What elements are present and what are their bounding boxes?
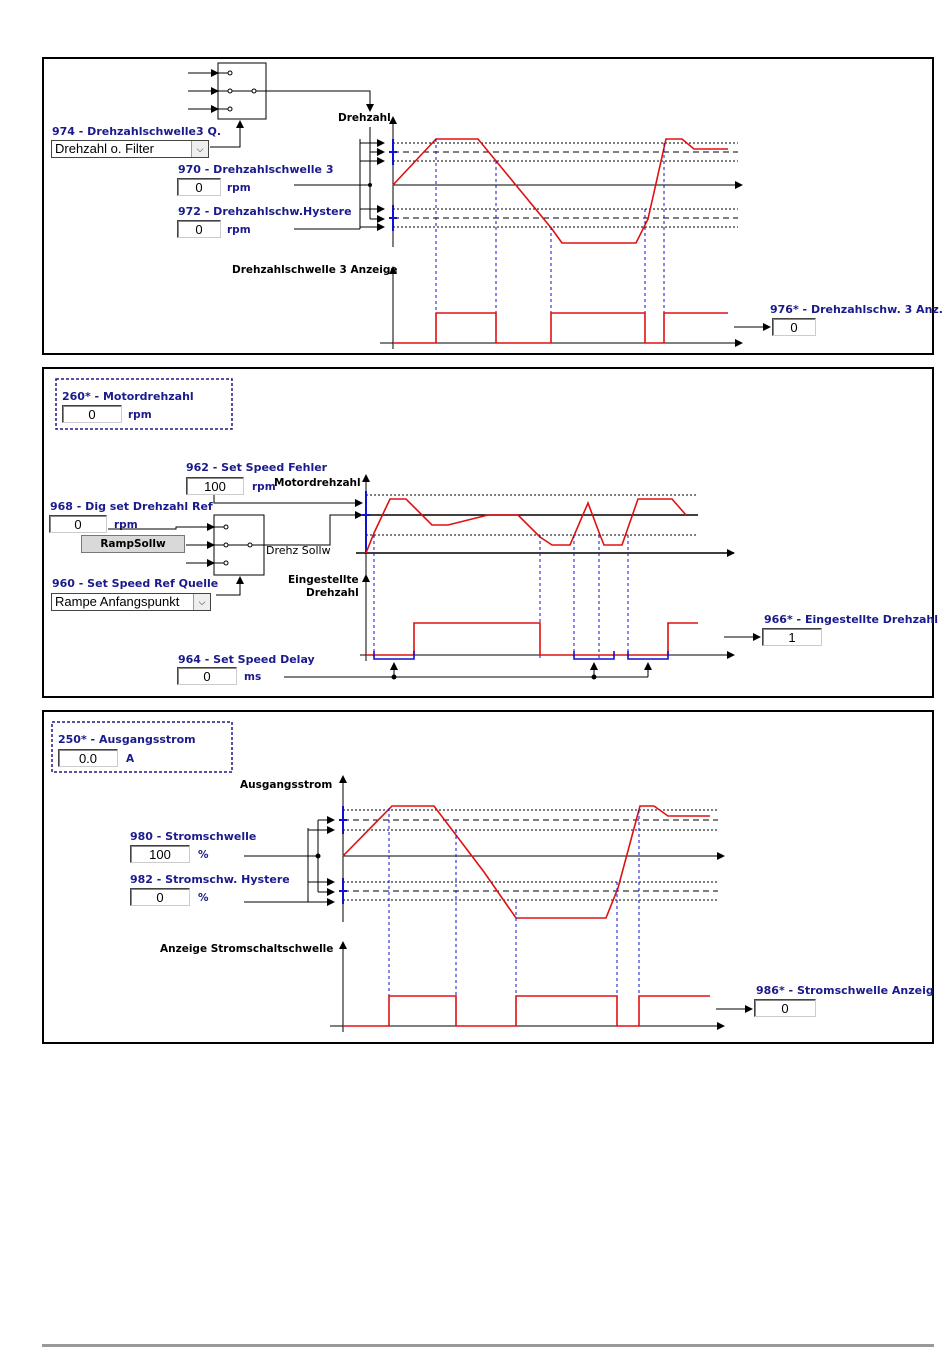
param-976-field: 0 xyxy=(772,318,816,336)
param-250-label: 250* - Ausgangsstrom xyxy=(58,733,196,746)
param-968-label: 968 - Dig set Drehzahl Ref xyxy=(50,500,213,513)
param-980-unit: % xyxy=(198,849,209,861)
param-980-field[interactable]: 100 xyxy=(130,845,190,863)
speed-curve xyxy=(392,138,728,244)
param-960-value: Rampe Anfangspunkt xyxy=(55,594,180,609)
param-970-unit: rpm xyxy=(227,182,251,194)
param-982-field[interactable]: 0 xyxy=(130,888,190,906)
param-962-field[interactable]: 100 xyxy=(186,477,244,495)
switch-output-label: Drehz Sollw xyxy=(266,544,331,557)
param-982-label: 982 - Stromschw. Hystere xyxy=(130,873,290,886)
param-974-select[interactable]: Drehzahl o. Filter ⌵ xyxy=(51,140,209,158)
param-974-label: 974 - Drehzahlschwelle3 Q. xyxy=(52,125,221,138)
output-current-readout-frame xyxy=(51,721,233,773)
param-974-value: Drehzahl o. Filter xyxy=(55,141,154,156)
axis-current-display-label: Anzeige Stromschaltschwelle xyxy=(160,943,333,955)
axis-set-speed-line2: Drehzahl xyxy=(306,587,359,599)
param-250-field: 0.0 xyxy=(58,749,118,767)
param-982-unit: % xyxy=(198,892,209,904)
motor-speed-curve xyxy=(365,498,687,554)
param-964-field[interactable]: 0 xyxy=(177,667,237,685)
param-260-unit: rpm xyxy=(128,409,152,421)
current-threshold-diagram: 250* - Ausgangsstrom A Ausgangsstrom 980… xyxy=(51,721,934,1032)
chevron-down-icon[interactable]: ⌵ xyxy=(191,141,208,157)
axis-speed-label: Drehzahl xyxy=(338,112,391,124)
param-250-unit: A xyxy=(126,753,135,765)
axis-display-label: Drehzahlschwelle 3 Anzeige xyxy=(232,264,398,276)
threshold-connections xyxy=(294,127,385,231)
current-curve xyxy=(342,805,710,919)
param-972-unit: rpm xyxy=(227,224,251,236)
param-260-field: 0 xyxy=(62,405,122,423)
axis-set-speed-line1: Eingestellte xyxy=(288,574,359,586)
source-selector-switch xyxy=(188,62,374,148)
param-966-field: 1 xyxy=(762,628,822,646)
param-960-label: 960 - Set Speed Ref Quelle xyxy=(52,577,218,590)
current-threshold-signal xyxy=(343,995,710,1027)
param-968-field[interactable]: 0 xyxy=(49,515,107,533)
set-speed-diagram: 260* - Motordrehzahl rpm 962 - Set Speed… xyxy=(50,378,938,683)
param-964-unit: ms xyxy=(244,671,261,683)
param-970-label: 970 - Drehzahlschwelle 3 xyxy=(178,163,333,176)
param-964-label: 964 - Set Speed Delay xyxy=(178,653,315,666)
param-976-label: 976* - Drehzahlschw. 3 Anz. xyxy=(770,303,943,316)
axis-motor-label: Motordrehzahl xyxy=(274,477,361,489)
param-980-label: 980 - Stromschwelle xyxy=(130,830,256,843)
param-966-label: 966* - Eingestellte Drehzahl xyxy=(764,613,938,626)
ref-source-switch xyxy=(108,493,363,596)
ramp-sollw-button[interactable]: RampSollw xyxy=(81,535,185,553)
param-260-label: 260* - Motordrehzahl xyxy=(62,390,194,403)
param-986-label: 986* - Stromschwelle Anzeig xyxy=(756,984,934,997)
motor-speed-readout-frame xyxy=(55,378,233,430)
set-speed-panel: 260* - Motordrehzahl rpm 962 - Set Speed… xyxy=(42,367,938,698)
footer-divider xyxy=(42,1344,934,1347)
param-972-label: 972 - Drehzahlschw.Hystere xyxy=(178,205,352,218)
chevron-down-icon[interactable]: ⌵ xyxy=(193,594,210,610)
speed-threshold-panel: 974 - Drehzahlschwelle3 Q. 970 - Drehzah… xyxy=(42,57,943,355)
param-972-field[interactable]: 0 xyxy=(177,220,221,238)
threshold-output-signal xyxy=(393,312,728,344)
speed-threshold-diagram: 974 - Drehzahlschwelle3 Q. 970 - Drehzah… xyxy=(52,62,943,349)
set-speed-signal xyxy=(366,622,698,656)
param-962-label: 962 - Set Speed Fehler xyxy=(186,461,328,474)
param-962-unit: rpm xyxy=(252,481,276,493)
param-960-select[interactable]: Rampe Anfangspunkt ⌵ xyxy=(51,593,211,611)
param-986-field: 0 xyxy=(754,999,816,1017)
axis-current-label: Ausgangsstrom xyxy=(240,779,332,791)
current-threshold-panel: 250* - Ausgangsstrom A Ausgangsstrom 980… xyxy=(42,710,934,1044)
param-968-unit: rpm xyxy=(114,519,138,531)
param-970-field[interactable]: 0 xyxy=(177,178,221,196)
